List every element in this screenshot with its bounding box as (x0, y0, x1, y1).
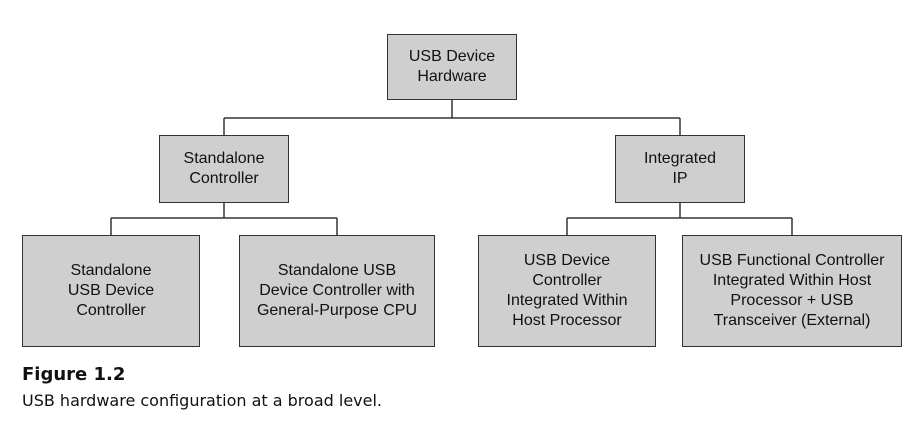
figure-title: Figure 1.2 (22, 364, 126, 385)
standalone-controller-node: Standalone Controller (159, 135, 289, 203)
leaf-standalone-with-cpu: Standalone USB Device Controller with Ge… (239, 235, 435, 347)
leaf3-label: USB Device Controller Integrated Within … (506, 252, 628, 329)
root-node-label: USB Device Hardware (408, 48, 496, 85)
leaf2-label: Standalone USB Device Controller with Ge… (256, 262, 418, 319)
leaf-functional-controller-transceiver: USB Functional Controller Integrated Wit… (682, 235, 902, 347)
figure-caption: USB hardware configuration at a broad le… (22, 391, 382, 410)
leaf-standalone-usb-device-controller: Standalone USB Device Controller (22, 235, 200, 347)
integrated-ip-label: Integrated IP (643, 150, 717, 187)
integrated-ip-node: Integrated IP (615, 135, 745, 203)
leaf1-label: Standalone USB Device Controller (67, 262, 155, 319)
root-node: USB Device Hardware (387, 34, 517, 100)
leaf-integrated-within-host: USB Device Controller Integrated Within … (478, 235, 656, 347)
leaf4-label: USB Functional Controller Integrated Wit… (699, 252, 885, 329)
standalone-controller-label: Standalone Controller (183, 150, 265, 187)
